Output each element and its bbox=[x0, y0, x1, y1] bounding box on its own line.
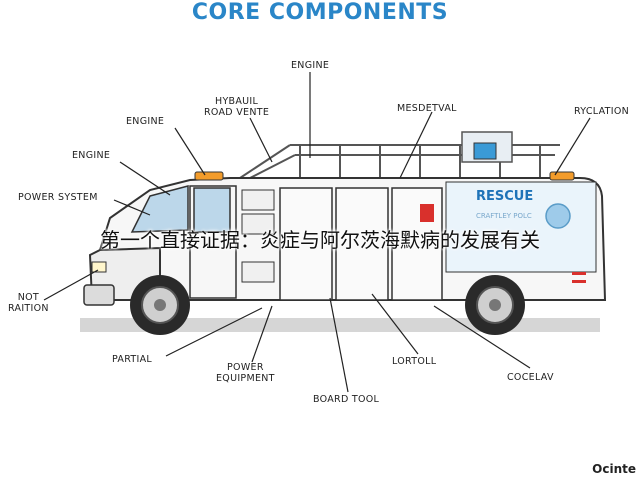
compartment-vent-2 bbox=[241, 213, 275, 235]
label-partial: PARTIAL bbox=[112, 354, 153, 365]
leader-lines bbox=[43, 72, 591, 393]
watermark-logo: Ocinte bbox=[592, 462, 636, 476]
label-cocelav: COCELAV bbox=[507, 372, 554, 383]
leader-power-system bbox=[113, 199, 151, 216]
label-hydraulic-line2: ROAD VENTE bbox=[204, 107, 270, 118]
compartment-door-1 bbox=[279, 187, 333, 301]
overlay-caption: 第一个直接证据：炎症与阿尔茨海默病的发展有关 bbox=[100, 228, 540, 252]
compartment-vent-3 bbox=[241, 261, 275, 283]
label-engine-left-1: ENGINE bbox=[126, 116, 165, 127]
label-lortoll: LORTOLL bbox=[392, 356, 437, 367]
label-not-raition: NOT RAITION bbox=[8, 292, 49, 314]
red-stripe-2 bbox=[572, 280, 586, 283]
side-subtext: CRAFTLEY POLC bbox=[476, 212, 532, 220]
leader-partial bbox=[165, 307, 263, 357]
roof-box-window bbox=[473, 142, 497, 160]
side-graphic-panel bbox=[445, 181, 597, 273]
label-power-equipment-line2: EQUIPMENT bbox=[216, 373, 275, 384]
label-power-equipment: POWER EQUIPMENT bbox=[216, 362, 275, 384]
leader-lortoll bbox=[371, 293, 419, 355]
page-title: CORE COMPONENTS bbox=[191, 0, 449, 25]
side-emblem bbox=[545, 203, 571, 229]
leader-power-equipment bbox=[251, 305, 273, 363]
label-engine-top: ENGINE bbox=[291, 60, 330, 71]
rear-lightbar bbox=[549, 171, 575, 181]
label-board-tool: BOARD TOOL bbox=[313, 394, 380, 405]
compartment-door-2 bbox=[335, 187, 389, 301]
leader-cocelav bbox=[433, 305, 531, 369]
headlight bbox=[91, 261, 107, 273]
front-bumper bbox=[83, 284, 115, 306]
leader-board-tool bbox=[329, 297, 349, 393]
leader-engine-left1 bbox=[174, 127, 206, 176]
leader-hydraulic bbox=[249, 117, 273, 163]
leader-ryclation bbox=[554, 117, 591, 176]
label-engine-left-2: ENGINE bbox=[72, 150, 111, 161]
leader-not-raition bbox=[43, 269, 99, 301]
label-hydraulic-line1: HYBAUIL bbox=[215, 96, 259, 107]
label-hydraulic: HYBAUIL ROAD VENTE bbox=[204, 96, 269, 118]
red-stripe-1 bbox=[572, 272, 586, 275]
compartment-vent bbox=[241, 189, 275, 211]
windshield bbox=[130, 185, 189, 233]
label-power-equipment-line1: POWER bbox=[227, 362, 264, 373]
rescue-text: RESCUE bbox=[476, 189, 533, 204]
rear-wheel bbox=[465, 275, 525, 335]
cab-door bbox=[189, 185, 237, 299]
cab-door-window bbox=[193, 187, 231, 233]
front-lightbar bbox=[194, 171, 224, 181]
label-not-raition-line2: RAITION bbox=[8, 303, 49, 314]
front-wheel bbox=[130, 275, 190, 335]
leader-medetval bbox=[399, 111, 433, 179]
label-ryclation: RYCLATION bbox=[574, 106, 630, 117]
label-not-raition-line1: NOT bbox=[17, 292, 40, 303]
label-medetval: MESDETVAL bbox=[397, 103, 457, 114]
door-red-mark bbox=[420, 204, 434, 222]
label-power-system: POWER SYSTEM bbox=[18, 192, 98, 203]
leader-engine-left2 bbox=[119, 161, 171, 196]
